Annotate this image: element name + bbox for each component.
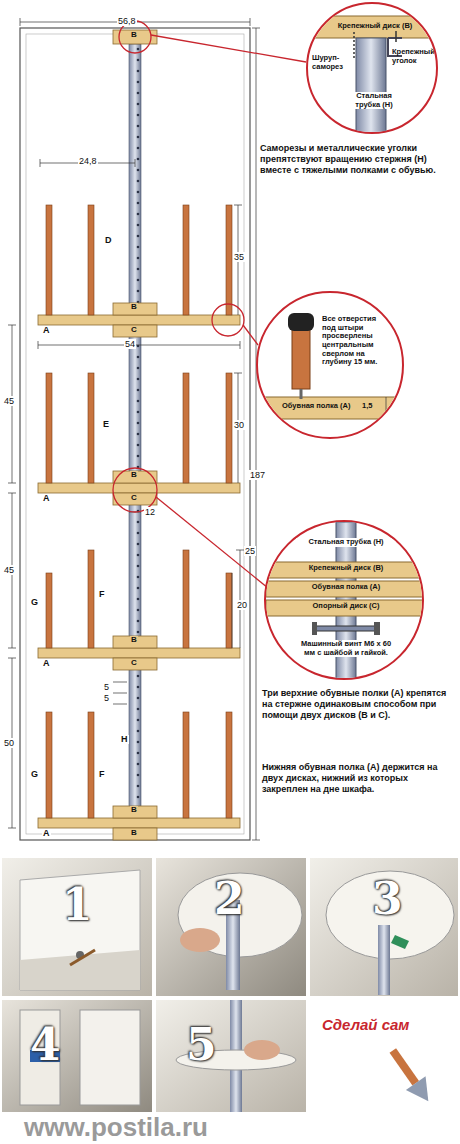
dimension-label: 12 [144,507,156,517]
callout-text: Крепежный уголок [392,48,436,65]
photo-number: 3 [372,874,403,925]
callout-text: Машинный винт М6 х 60 мм с шайбой и гайк… [296,640,396,657]
callout-circle: Все отверстия под штыри просверлены цент… [256,291,404,439]
callout-circle: Крепежный диск (B) Шуруп-саморез Крепежный… [306,2,438,134]
callout-text: Крепежный диск (B) [330,22,420,31]
part-letter: B [130,31,138,39]
dimension-label: 5 [103,682,110,692]
support-disk [113,325,157,337]
part-letter: C [130,494,138,502]
part-letter: B [130,471,138,479]
part-letter: A [42,326,51,335]
dimension-label: 45 [3,396,15,406]
note-text: Нижняя обувная полка (A) держится на дву… [262,762,454,794]
callout-text: Обувная полка (A) [296,583,396,592]
part-letter: A [42,494,51,503]
shoe-peg [183,712,189,818]
part-letter: D [104,236,113,245]
callout-text: Все отверстия под штыри просверлены цент… [322,315,382,367]
watermark: www.postila.ru [24,1113,208,1143]
note-text: Саморезы и металлические уголки препятст… [260,143,452,175]
callout-text: 1,5 [362,402,380,411]
dimension-lines [8,18,260,840]
callout-text: Опорный диск (C) [296,602,396,611]
part-letter: B [130,829,138,837]
support-disk [113,493,157,505]
dimension-label: 35 [233,252,245,262]
dimension-label: 25 [244,546,256,556]
shoe-shelf [38,648,240,658]
shoe-peg [88,373,94,483]
callout-text: Стальная трубка (H) [296,538,396,547]
photo-strip [0,858,460,1144]
shoe-peg [46,712,52,818]
part-letter: C [130,659,138,667]
part-letter: F [98,770,106,779]
dimension-label: 56,8 [117,16,137,26]
mount-disk [113,303,157,315]
dimension-label: 24,8 [78,156,98,166]
dimension-label: 30 [233,420,245,430]
part-letter: B [130,636,138,644]
support-disk [113,828,157,840]
steel-tube [129,44,141,820]
shoe-peg [88,550,94,648]
callout-text: Крепежный диск (B) [296,564,396,573]
shoe-shelf [38,818,240,828]
part-letter: G [30,770,39,779]
part-letter: B [130,303,138,311]
dimension-label: 187 [249,470,266,480]
support-disk [113,658,157,670]
mount-disk [113,471,157,483]
part-letter: A [42,829,51,838]
shoe-peg [226,712,232,818]
dimension-label: 45 [3,565,15,575]
cabinet-frame [20,28,250,840]
part-letter: C [130,326,138,334]
shoe-peg [183,373,189,483]
part-letter: H [120,735,129,744]
shoe-peg [46,205,52,315]
dimension-label: 5 [103,693,110,703]
shoe-peg [226,573,232,648]
part-letter: G [30,598,39,607]
dimension-label: 54 [124,339,136,349]
part-letter: B [130,806,138,814]
dimension-label: 20 [236,600,248,610]
shoe-shelf [38,483,240,493]
callout-circle: Стальная трубка (H) Крепежный диск (B) Обу… [264,520,424,680]
shoe-peg [226,373,232,483]
shoe-peg [46,573,52,648]
photo-number: 2 [214,874,245,925]
callout-text: Обувная полка (A) [282,402,356,411]
shoe-peg [226,205,232,315]
part-letter: E [102,420,110,429]
photo-number: 4 [30,1020,61,1071]
photo-number: 5 [186,1020,217,1071]
callout-text: Стальная трубка (H) [346,92,402,109]
photo-number: 1 [62,880,93,931]
callout-text: Шуруп-саморез [312,54,354,71]
shoe-peg [183,550,189,648]
shoe-peg [183,205,189,315]
note-text: Три верхние обувные полки (A) крепятся н… [262,688,454,720]
part-letter: A [42,659,51,668]
logo-text: Сделай сам [322,1016,409,1033]
dimension-label: 50 [3,738,15,748]
shoe-shelf [38,315,240,325]
shoe-peg [88,712,94,818]
callout-leaders [113,21,306,588]
mount-disk [113,806,157,818]
part-letter: F [98,590,106,599]
shoe-peg [46,373,52,483]
mount-disk [113,636,157,648]
shoe-peg [88,205,94,315]
